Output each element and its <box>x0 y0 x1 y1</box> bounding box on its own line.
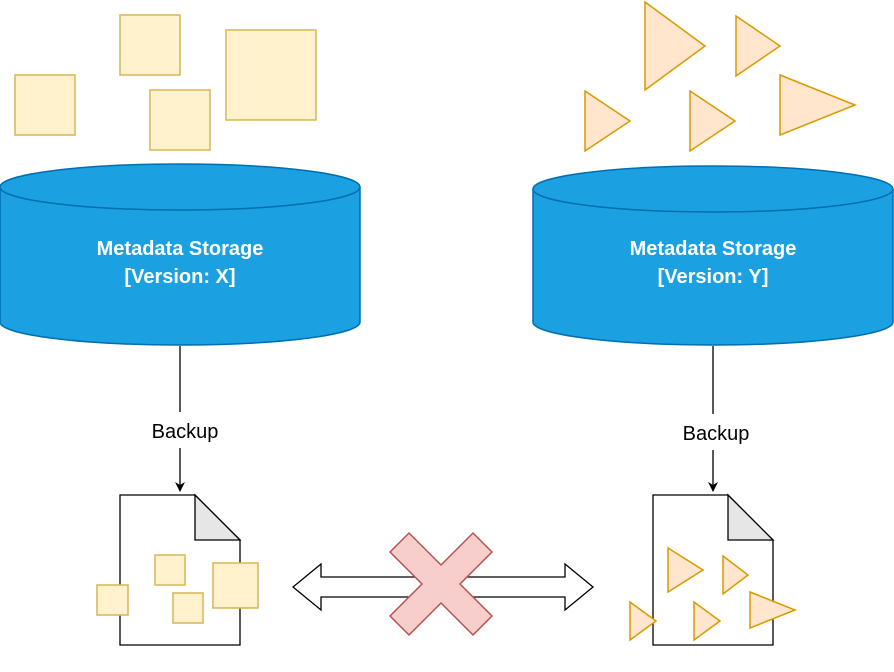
square-shape <box>154 554 186 586</box>
square-shape <box>149 89 211 151</box>
triangle-shape <box>735 14 782 78</box>
triangle-shape <box>722 554 750 596</box>
db-title-label: Metadata Storage <box>630 238 797 260</box>
square-shape <box>172 592 204 624</box>
left-square-group <box>14 14 317 151</box>
db-version-label: [Version: X] <box>124 266 235 288</box>
triangle-shape <box>644 0 707 92</box>
triangle-shape <box>629 600 658 642</box>
db-title-label: Metadata Storage <box>97 238 264 260</box>
square-shape <box>96 584 129 616</box>
triangle-shape <box>779 73 858 137</box>
left-backup-edge: Backup <box>152 346 219 492</box>
square-shape <box>14 74 76 136</box>
backup-edge-label: Backup <box>152 421 219 443</box>
left-backup-file-icon <box>96 493 259 646</box>
incompatible-cross-icon <box>388 531 494 637</box>
backup-edge-label: Backup <box>683 423 750 445</box>
metadata-storage-x-cylinder: Metadata Storage [Version: X] <box>0 163 361 346</box>
metadata-storage-y-cylinder: Metadata Storage [Version: Y] <box>532 165 894 346</box>
square-shape <box>225 29 317 121</box>
triangle-shape <box>667 546 705 594</box>
right-triangle-group <box>584 0 858 153</box>
triangle-shape <box>584 89 632 153</box>
triangle-shape <box>749 590 798 630</box>
triangle-shape <box>693 600 722 642</box>
right-backup-edge: Backup <box>683 346 750 492</box>
triangle-shape <box>689 89 737 153</box>
db-version-label: [Version: Y] <box>658 266 769 288</box>
square-shape <box>119 14 181 76</box>
right-backup-file-icon <box>629 493 798 646</box>
square-shape <box>212 562 259 609</box>
